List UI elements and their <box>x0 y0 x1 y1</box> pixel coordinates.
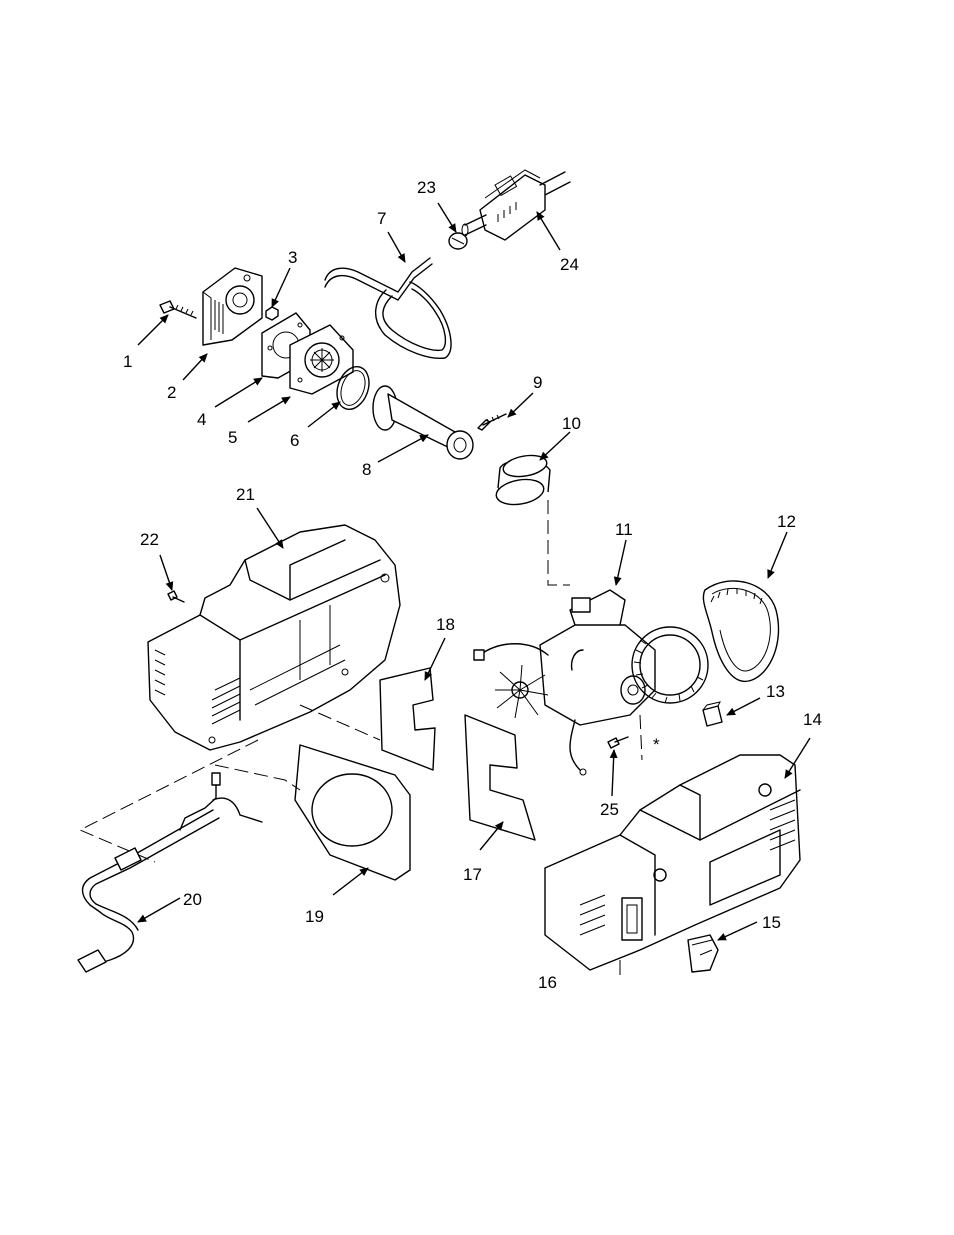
callout-4: 4 <box>197 410 206 429</box>
part-18-baffle <box>380 668 435 770</box>
callout-5: 5 <box>228 428 237 447</box>
callout-2: 2 <box>167 383 176 402</box>
part-25-screw <box>608 737 628 748</box>
part-1-screw <box>160 301 196 318</box>
callout-7: 7 <box>377 209 386 228</box>
callout-11: 11 <box>615 520 633 539</box>
callout-21: 21 <box>236 485 255 504</box>
part-10-cylinder <box>494 452 550 508</box>
callout-24: 24 <box>560 255 579 274</box>
callout-14: 14 <box>803 710 822 729</box>
callout-6: 6 <box>290 431 299 450</box>
part-15-switch <box>688 935 718 972</box>
callout-19: 19 <box>305 907 324 926</box>
callout-18: 18 <box>436 615 455 634</box>
alignment-line-cylinder <box>548 500 570 585</box>
part-19-intake-plate <box>295 745 410 880</box>
part-2-valve-plate <box>203 268 262 345</box>
callout-1: 1 <box>123 352 132 371</box>
part-20-power-cord <box>78 773 262 972</box>
part-17-plate <box>465 715 535 840</box>
callout-20: 20 <box>183 890 202 909</box>
callout-8: 8 <box>362 460 371 479</box>
part-14-housing <box>545 755 800 970</box>
asterisk-mark: * <box>653 735 660 754</box>
callout-9: 9 <box>533 373 542 392</box>
part-12-belt <box>703 581 778 681</box>
part-9-screw <box>478 414 506 430</box>
callout-12: 12 <box>777 512 796 531</box>
callout-3: 3 <box>288 248 297 267</box>
callout-13: 13 <box>766 682 785 701</box>
part-22-screw <box>168 591 184 602</box>
callout-10: 10 <box>562 414 581 433</box>
part-21-housing <box>148 525 400 750</box>
alignment-line-motor <box>640 715 642 760</box>
callout-23: 23 <box>417 178 436 197</box>
part-13-block <box>703 702 722 726</box>
part-24-pressure-switch <box>462 170 570 240</box>
part-8-piston-rod <box>373 386 473 459</box>
callout-16: 16 <box>538 973 557 992</box>
part-3-nut <box>266 307 278 320</box>
callout-25: 25 <box>600 800 619 819</box>
callout-17: 17 <box>463 865 482 884</box>
callout-15: 15 <box>762 913 781 932</box>
callout-22: 22 <box>140 530 159 549</box>
